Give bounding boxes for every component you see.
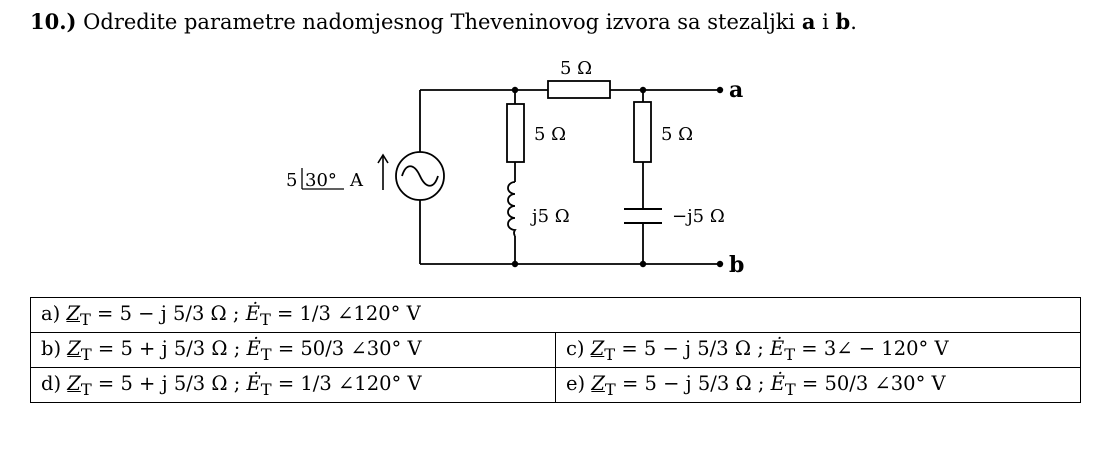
terminal-a-dot (716, 86, 724, 94)
answer-e[interactable]: e) ZT = 5 − j 5/3 Ω ; ĖT = 50/3 ∠30° V (555, 367, 1081, 403)
answer-c-z-sub: T (604, 344, 616, 364)
answer-a-emf: = 1/3 ∠120° V (270, 301, 421, 325)
answer-e-emf: = 50/3 ∠30° V (795, 371, 946, 395)
answer-c-z-symbol: Z (590, 336, 605, 360)
resistor-top (547, 80, 611, 99)
label-terminal-b: b (729, 252, 744, 278)
label-source-angle: 30° (305, 170, 337, 191)
junction-top-left (511, 86, 519, 94)
answer-b-z-sub: T (80, 344, 92, 364)
answer-a-z-symbol: Z (66, 301, 80, 325)
resistor-left (506, 103, 525, 163)
answer-d-e-symbol: Ė (246, 371, 261, 395)
label-capacitor: −j5 Ω (672, 206, 725, 227)
question-terminal-a: a (801, 9, 816, 34)
answer-d-label: d) (41, 371, 62, 395)
answer-table: a) ZT = 5 − j 5/3 Ω ; ĖT = 1/3 ∠120° V b… (30, 297, 1081, 403)
answer-c-label: c) (566, 336, 585, 360)
question-text: 10.) Odredite parametre nadomjesnog Thev… (30, 8, 857, 36)
answer-a-label: a) (41, 301, 61, 325)
answer-e-e-sub: T (784, 379, 796, 399)
answer-b-impedance: = 5 + j 5/3 Ω ; (91, 336, 247, 360)
answer-a-impedance: = 5 − j 5/3 Ω ; (90, 301, 246, 325)
angle-bracket (301, 168, 344, 190)
answer-d-z-sub: T (80, 379, 92, 399)
answer-c-e-symbol: Ė (769, 336, 785, 360)
answer-c[interactable]: c) ZT = 5 − j 5/3 Ω ; ĖT = 3∠ − 120° V (555, 332, 1081, 368)
junction-bottom-right (639, 260, 647, 268)
answer-c-impedance: = 5 − j 5/3 Ω ; (615, 336, 770, 360)
answer-e-z-sub: T (604, 379, 616, 399)
question-period: . (850, 10, 857, 34)
answer-e-impedance: = 5 − j 5/3 Ω ; (615, 371, 771, 395)
label-r-right: 5 Ω (661, 124, 693, 145)
answer-d-z-symbol: Z (67, 371, 81, 395)
junction-top-right (639, 86, 647, 94)
answer-b-label: b) (41, 336, 62, 360)
current-arrow-icon (377, 153, 389, 190)
label-source-magnitude: 5 (286, 170, 297, 191)
answer-d[interactable]: d) ZT = 5 + j 5/3 Ω ; ĖT = 1/3 ∠120° V (30, 367, 556, 403)
label-inductor: j5 Ω (530, 206, 570, 227)
answer-row-1: a) ZT = 5 − j 5/3 Ω ; ĖT = 1/3 ∠120° V (30, 297, 1081, 333)
label-r-left: 5 Ω (534, 124, 566, 145)
answer-b-z-symbol: Z (67, 336, 81, 360)
answer-row-2: b) ZT = 5 + j 5/3 Ω ; ĖT = 50/3 ∠30° V c… (30, 332, 1081, 368)
answer-d-e-sub: T (260, 379, 272, 399)
question-number: 10.) (30, 9, 77, 34)
inductor-coil (507, 181, 517, 237)
answer-d-emf: = 1/3 ∠120° V (271, 371, 422, 395)
junction-bottom-left (511, 260, 519, 268)
terminal-b-dot (716, 260, 724, 268)
circuit-diagram: 5 Ω 5 Ω 5 Ω j5 Ω −j5 Ω a b 5 30° A (286, 58, 744, 278)
ac-source-icon (395, 151, 445, 201)
answer-a[interactable]: a) ZT = 5 − j 5/3 Ω ; ĖT = 1/3 ∠120° V (30, 297, 1081, 333)
answer-e-e-symbol: Ė (770, 371, 785, 395)
answer-b[interactable]: b) ZT = 5 + j 5/3 Ω ; ĖT = 50/3 ∠30° V (30, 332, 556, 368)
answer-b-emf: = 50/3 ∠30° V (271, 336, 422, 360)
answer-e-label: e) (566, 371, 586, 395)
answer-a-e-sub: T (259, 309, 271, 329)
resistor-right (633, 101, 652, 163)
answer-c-emf: = 3∠ − 120° V (795, 336, 949, 360)
answer-b-e-symbol: Ė (246, 336, 261, 360)
answer-a-z-sub: T (80, 309, 91, 329)
answer-e-z-symbol: Z (591, 371, 605, 395)
label-source-unit: A (349, 170, 364, 191)
answer-b-e-sub: T (260, 344, 272, 364)
answer-row-3: d) ZT = 5 + j 5/3 Ω ; ĖT = 1/3 ∠120° V e… (30, 367, 1081, 403)
label-r-top: 5 Ω (560, 58, 592, 79)
question-terminal-b: b (835, 9, 851, 34)
answer-d-impedance: = 5 + j 5/3 Ω ; (91, 371, 247, 395)
answer-a-e-symbol: Ė (245, 301, 260, 325)
question-conj: i (815, 10, 836, 34)
question-body: Odredite parametre nadomjesnog Thevenino… (76, 10, 802, 34)
capacitor (624, 208, 662, 224)
answer-c-e-sub: T (784, 344, 796, 364)
label-terminal-a: a (729, 77, 743, 103)
